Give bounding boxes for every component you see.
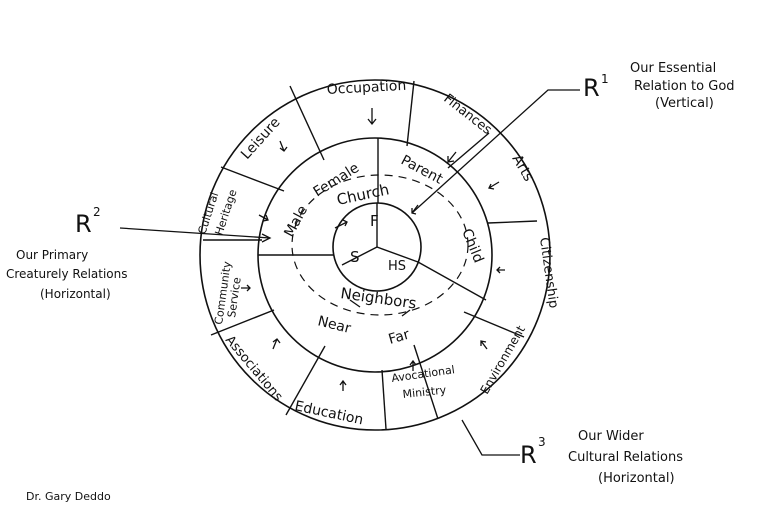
r3-label: R [520, 441, 537, 469]
r1-caption-line3: (Vertical) [655, 96, 714, 111]
r1-superscript: 1 [601, 72, 609, 86]
r-pointer-lines [119, 89, 580, 456]
center-f: F [370, 212, 379, 230]
r2-label: R [75, 210, 92, 238]
center-s: S [350, 248, 360, 266]
outer-ring-dividers [203, 80, 538, 430]
outer-section-arrows [241, 108, 505, 391]
r1-caption-line1: Our Essential [630, 61, 716, 76]
inner-circle-dividers [341, 203, 419, 266]
r3-superscript: 3 [538, 435, 546, 449]
label-environment: Environment [477, 323, 528, 397]
label-citizenship: Citizenship [536, 236, 561, 309]
label-service: Service [225, 276, 244, 318]
middle-ring-dividers [258, 138, 487, 301]
r1-line [411, 89, 580, 214]
outer-ring [199, 79, 551, 431]
r2-superscript: 2 [93, 205, 101, 219]
label-avocational: Avocational [391, 363, 456, 385]
r3-caption-line3: (Horizontal) [598, 471, 675, 486]
r3-line [461, 419, 520, 456]
label-finances: Finances [441, 91, 495, 138]
r2-caption-line3: (Horizontal) [40, 287, 111, 301]
church-dashed-ring [291, 174, 469, 316]
label-child: Child [458, 227, 486, 266]
r3-caption-line1: Our Wider [578, 429, 644, 444]
label-ministry: Ministry [402, 383, 447, 401]
label-associations: Associations [222, 333, 286, 405]
r2-caption-line2: Creaturely Relations [6, 267, 128, 281]
center-hs: HS [388, 259, 406, 274]
r1-label: R [583, 74, 600, 102]
r3-caption-line2: Cultural Relations [568, 450, 683, 465]
label-occupation: Occupation [326, 78, 406, 98]
label-neighbors: Neighbors [339, 284, 417, 312]
r1-caption-line2: Relation to God [634, 79, 735, 94]
label-near: Near [316, 313, 353, 337]
label-male: Male [281, 203, 311, 240]
author-credit: Dr. Gary Deddo [26, 490, 111, 503]
label-far: Far [387, 327, 412, 348]
r2-caption-line1: Our Primary [16, 248, 88, 262]
r2-line [119, 227, 271, 239]
label-parent: Parent [398, 152, 446, 187]
